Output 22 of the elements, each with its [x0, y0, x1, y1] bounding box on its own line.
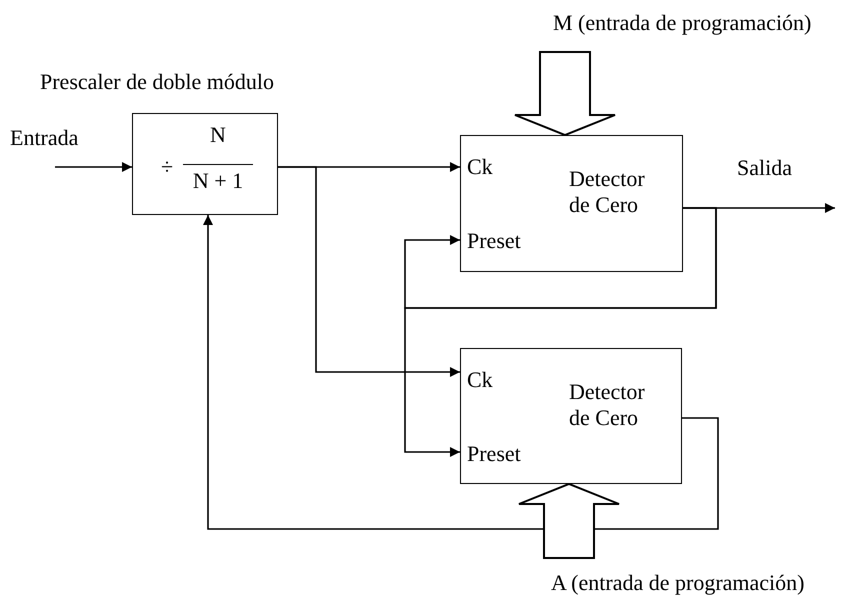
arrow	[278, 166, 460, 377]
block-arrow	[518, 482, 620, 559]
pin-name: Preset	[467, 443, 521, 465]
pin-name: Ck	[467, 156, 493, 178]
denominator: N + 1	[192, 170, 244, 192]
operator-symbol: ÷	[161, 156, 174, 178]
input-label: M (entrada de programación)	[553, 12, 812, 34]
arrow	[404, 207, 717, 457]
detector-box	[460, 348, 682, 484]
arrow	[203, 215, 719, 530]
input-label: A (entrada de programación)	[551, 572, 804, 594]
pin-name: Ck	[467, 369, 493, 391]
edge-label: Entrada	[10, 127, 78, 149]
block-caption: Prescaler de doble módulo	[40, 71, 274, 93]
arrow	[55, 162, 132, 172]
block-title: Detector de Cero	[569, 166, 646, 219]
pin-name: Preset	[467, 230, 521, 252]
block-arrow	[514, 51, 616, 136]
edge-label: Salida	[737, 157, 792, 179]
numerator: N	[209, 124, 227, 146]
detector-box	[460, 135, 683, 272]
block-title: Detector de Cero	[569, 379, 646, 432]
